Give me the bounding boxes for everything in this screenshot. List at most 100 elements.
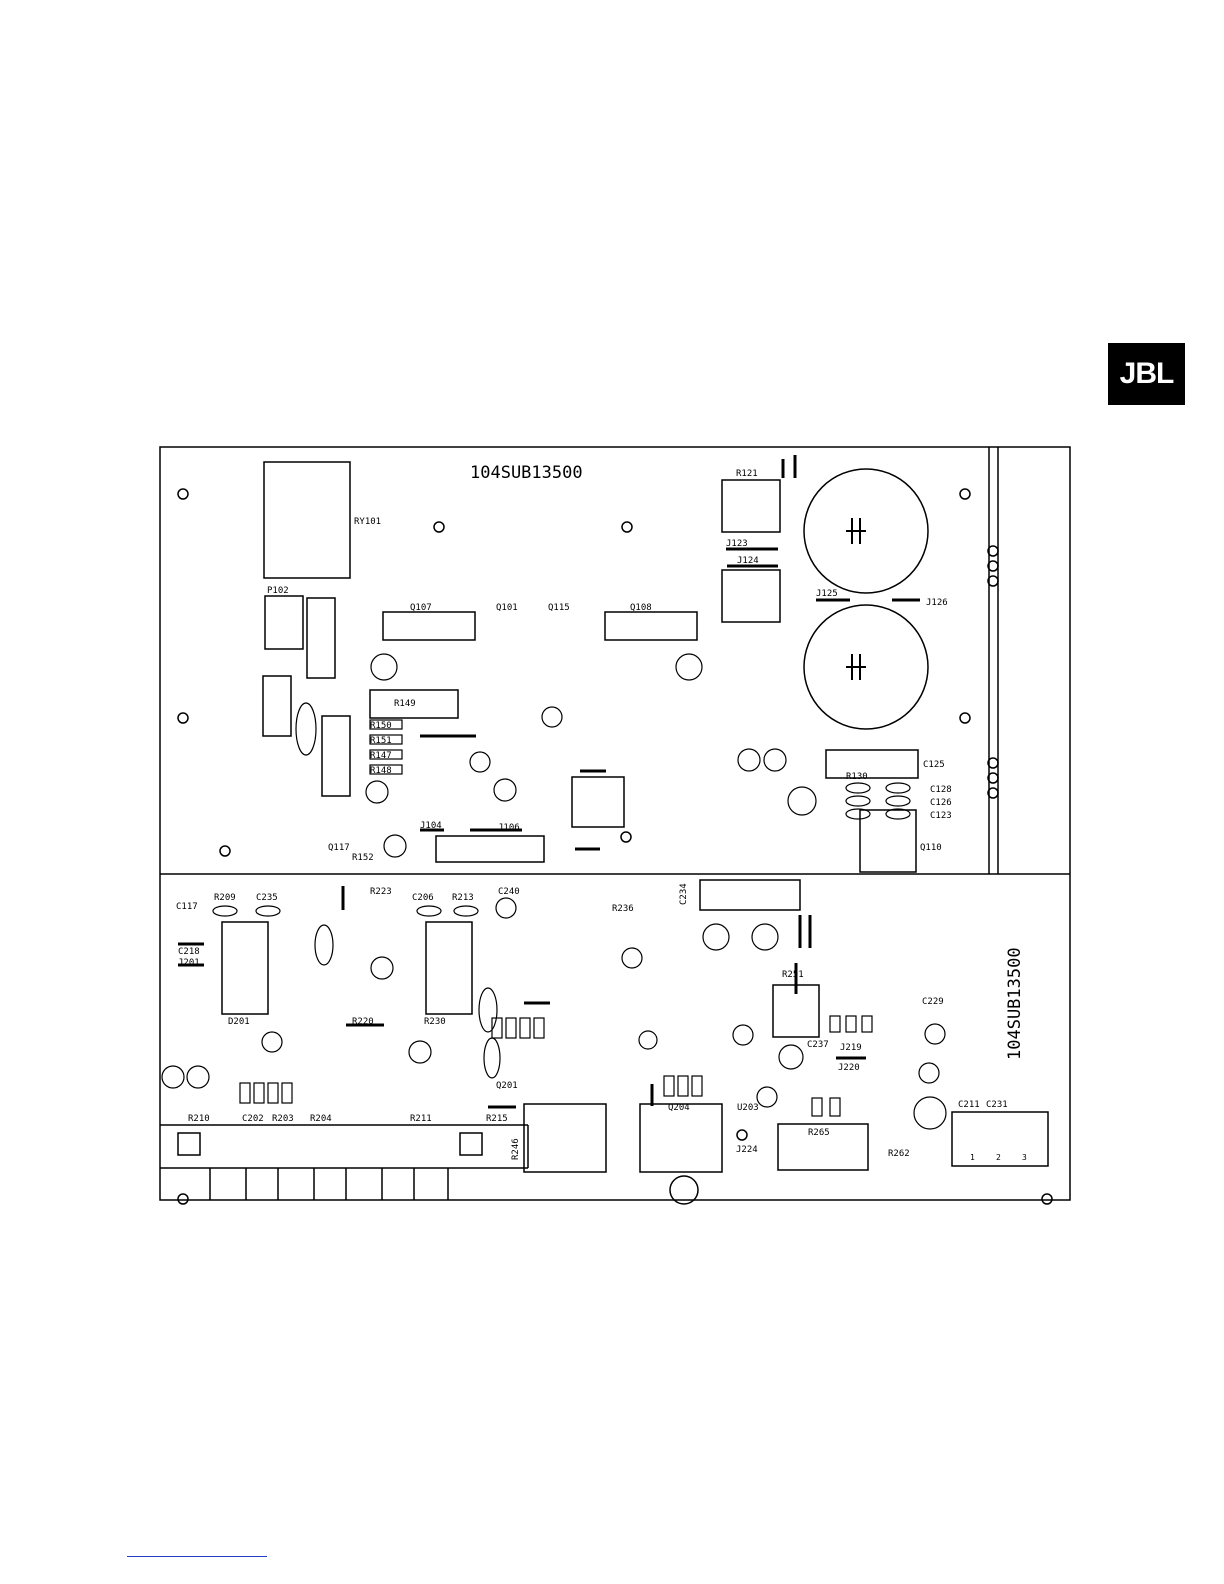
label-r209: C117: [176, 902, 198, 912]
jumper-wires: [178, 455, 920, 1109]
label-r152: R152: [352, 853, 374, 863]
label-r264: C229: [922, 997, 944, 1007]
jbl-logo: JBL: [1108, 343, 1185, 405]
label-j212: R215: [486, 1114, 508, 1124]
label-q117: Q117: [328, 843, 350, 853]
jack-jk202: [639, 1103, 723, 1173]
resistor-r121-body: [721, 479, 781, 533]
label-j213: Q201: [496, 1081, 518, 1091]
label-c209: U203: [737, 1103, 759, 1113]
label-j106: J106: [498, 823, 520, 833]
label-c123: C126: [930, 798, 952, 808]
label-j201: C218: [178, 947, 200, 957]
vr201-pin-1: 1: [970, 1153, 975, 1162]
label-vr201: C231: [986, 1100, 1008, 1110]
label-j226: R220: [352, 1017, 374, 1027]
capacitor-polarity-marks: [846, 518, 866, 680]
label-p103: Q110: [920, 843, 942, 853]
footer-rule: [127, 1556, 267, 1557]
label-d209: R262: [888, 1149, 910, 1159]
label-r265: J220: [838, 1063, 860, 1073]
small-components: [161, 653, 947, 1130]
label-p102: P102: [267, 586, 289, 596]
label-j206: R223: [370, 887, 392, 897]
board-part-number-bottom: 104SUB13500: [1005, 947, 1025, 1060]
capacitor-c122: [803, 604, 929, 730]
label-c239: C235: [256, 893, 278, 903]
label-u202: R230: [424, 1017, 446, 1027]
vr201-pin-2: 2: [996, 1153, 1001, 1162]
label-r121: R121: [736, 469, 758, 479]
label-u201: D201: [228, 1017, 250, 1027]
ic-u202: [425, 921, 473, 1015]
label-c233: C211: [958, 1100, 980, 1110]
connector-j106: [435, 835, 545, 863]
ic-u201: [221, 921, 269, 1015]
label-jk201: R211: [410, 1114, 432, 1124]
label-r202: R204: [310, 1114, 332, 1124]
label-c236: C206: [412, 893, 434, 903]
label-j124: J124: [737, 556, 759, 566]
label-c126: C128: [930, 785, 952, 795]
label-j202: J201: [178, 958, 200, 968]
resistor-r149-body: [369, 689, 459, 719]
connector-j223: [777, 1123, 869, 1171]
label-c125: C123: [930, 811, 952, 821]
label-c235: R209: [214, 893, 236, 903]
resistor-r122-body: [721, 569, 781, 623]
jack-jk203: [523, 1103, 607, 1173]
vr201-pin-3: 3: [1022, 1153, 1027, 1162]
label-q101: Q101: [496, 603, 518, 613]
connector-pad-right: [459, 1132, 483, 1156]
board-outer-border: [159, 446, 1071, 1201]
label-j224: J219: [840, 1043, 862, 1053]
label-r205: R203: [272, 1114, 294, 1124]
label-j104: J104: [420, 821, 442, 831]
board-part-number-top: 104SUB13500: [470, 463, 583, 483]
label-j223: R265: [808, 1128, 830, 1138]
label-q107: Q107: [410, 603, 432, 613]
large-components: [221, 461, 1049, 1205]
component-labels: RY101 P102 Q107 Q101 Q115 Q108 R121 J123…: [176, 469, 1008, 1160]
label-d110-text: C125: [923, 760, 945, 770]
jack-jk202-sleeve: [669, 1175, 699, 1205]
ic-u101: [571, 776, 625, 828]
resistor-r146-body: [321, 715, 351, 797]
relay-ry101: [263, 461, 351, 579]
mounting-holes: [177, 488, 1053, 1205]
label-r148: R148: [370, 766, 392, 776]
label-j123: J123: [726, 539, 748, 549]
label-r151: R151: [370, 736, 392, 746]
label-d206: R251: [782, 970, 804, 980]
label-r204: C202: [242, 1114, 264, 1124]
heatsink-q107: [382, 611, 476, 641]
component-d110: [825, 749, 919, 779]
label-r147: R147: [370, 751, 392, 761]
connector-pad-left: [177, 1132, 201, 1156]
label-c240: R213: [452, 893, 474, 903]
resistor-r132-body: [306, 597, 336, 679]
connector-p201: [699, 879, 801, 911]
label-r150: R150: [370, 721, 392, 731]
label-d204: R236: [612, 904, 634, 914]
switch-sw201-hole: [736, 1129, 748, 1141]
label-u203: C237: [807, 1040, 829, 1050]
label-r149: R149: [394, 699, 416, 709]
jbl-logo-text: JBL: [1119, 357, 1175, 390]
label-p201: C234: [679, 883, 689, 905]
label-q108: Q108: [630, 603, 652, 613]
label-jk202: Q204: [668, 1103, 690, 1113]
label-c225: C240: [498, 887, 520, 897]
potentiometer-vr201: [951, 1111, 1049, 1167]
label-sw201: J224: [736, 1145, 758, 1155]
connector-p102: [264, 595, 304, 650]
label-j126: J126: [926, 598, 948, 608]
vr201-pins: 1 2 3: [970, 1153, 1027, 1162]
label-r201: R210: [188, 1114, 210, 1124]
label-jk203: R246: [511, 1138, 521, 1160]
connector-p103: [859, 809, 917, 873]
label-ry101: RY101: [354, 517, 381, 527]
label-q115: Q115: [548, 603, 570, 613]
board-outline: [159, 446, 1071, 1201]
